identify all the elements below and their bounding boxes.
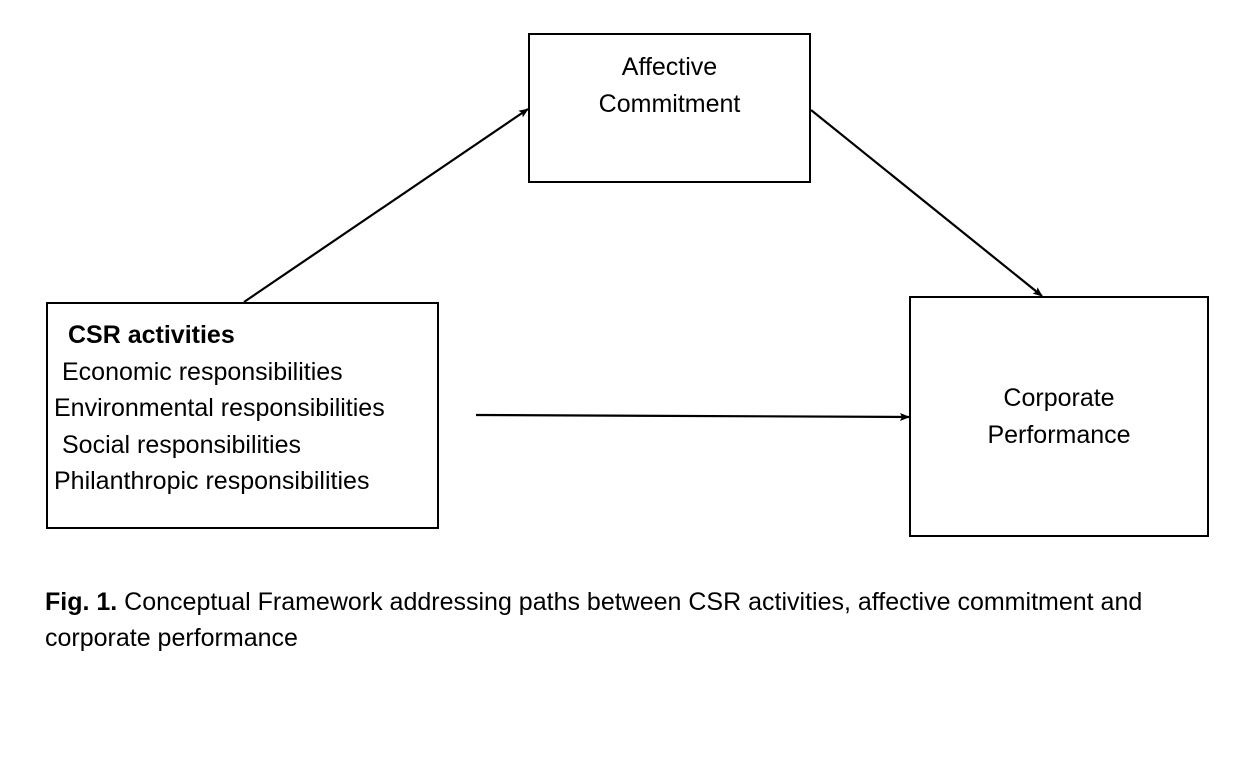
csr-activities-box: CSR activities Economic responsibilities…	[46, 302, 439, 529]
affective-label-line-2: Commitment	[598, 90, 741, 118]
caption-text: Conceptual Framework addressing paths be…	[45, 588, 1143, 652]
affective-label-line-1: Affective	[621, 53, 718, 81]
affective-commitment-box: Affective Commitment	[528, 33, 811, 183]
csr-item-philanthropic: Philanthropic responsibilities	[54, 467, 370, 495]
edge-csr-to-affective	[243, 108, 529, 303]
performance-label-line-2: Performance	[987, 420, 1131, 449]
caption-label: Fig. 1.	[45, 588, 118, 616]
csr-item-economic: Economic responsibilities	[62, 357, 343, 386]
edge-affective-to-performance	[810, 109, 1043, 297]
csr-title: CSR activities	[68, 321, 235, 349]
edge-csr-to-performance	[475, 412, 910, 421]
figure-caption: Fig. 1. Conceptual Framework addressing …	[45, 584, 1215, 656]
performance-label-line-1: Corporate	[1003, 383, 1115, 412]
csr-item-social: Social responsibilities	[62, 430, 302, 459]
csr-item-environmental: Environmental responsibilities	[54, 394, 385, 422]
corporate-performance-box: Corporate Performance	[909, 296, 1209, 537]
